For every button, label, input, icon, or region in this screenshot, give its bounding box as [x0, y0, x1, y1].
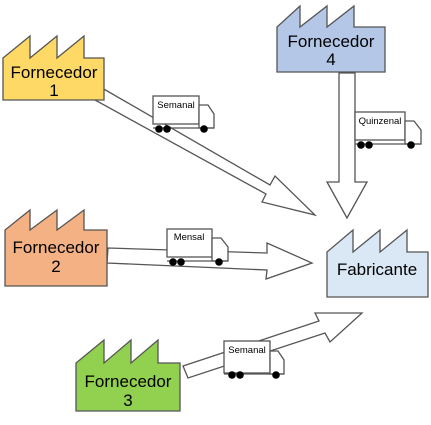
- truck-mensal-label: Mensal: [174, 232, 205, 243]
- factory-fornecedor-2: Fornecedor 2: [4, 208, 108, 287]
- factory-fornecedor-3-label: Fornecedor: [85, 372, 172, 391]
- factory-fornecedor-2-label: Fornecedor: [13, 238, 100, 257]
- truck-quinzenal: Quinzenal: [354, 111, 422, 149]
- truck-semanal-3: Semanal: [223, 340, 285, 379]
- truck-wheel: [272, 371, 280, 379]
- truck-wheel: [365, 141, 373, 149]
- truck-wheel: [215, 258, 223, 266]
- truck-wheel: [155, 125, 163, 133]
- truck-wheel: [200, 125, 208, 133]
- truck-wheel: [228, 371, 236, 379]
- truck-semanal-1: Semanal: [152, 95, 215, 133]
- truck-semanal-3-label: Semanal: [228, 345, 266, 356]
- truck-wheel: [357, 141, 365, 149]
- factory-fabricante: Fabricante: [326, 228, 429, 298]
- factory-fabricante-label: Fabricante: [337, 260, 417, 279]
- factory-fornecedor-1: Fornecedor 1: [2, 34, 105, 101]
- truck-wheel: [236, 371, 244, 379]
- factory-fornecedor-3: Fornecedor 3: [75, 338, 181, 412]
- factory-fornecedor-3-number: 3: [123, 391, 132, 410]
- factory-fornecedor-4-number: 4: [326, 50, 335, 69]
- factory-fornecedor-1-label: Fornecedor: [11, 63, 98, 82]
- factory-fornecedor-1-number: 1: [49, 81, 58, 100]
- truck-wheel: [177, 258, 185, 266]
- truck-wheel: [169, 258, 177, 266]
- arrow-fornecedor-4: [325, 72, 369, 220]
- arrow-fornecedor-1: [94, 87, 318, 217]
- truck-quinzenal-label: Quinzenal: [359, 116, 402, 127]
- factory-fornecedor-2-number: 2: [51, 257, 60, 276]
- truck-wheel: [163, 125, 171, 133]
- truck-semanal-1-label: Semanal: [157, 100, 195, 111]
- factory-fornecedor-4-label: Fornecedor: [288, 32, 375, 51]
- truck-mensal: Mensal: [166, 228, 229, 266]
- factory-fornecedor-4: Fornecedor 4: [276, 4, 386, 73]
- truck-wheel: [407, 141, 415, 149]
